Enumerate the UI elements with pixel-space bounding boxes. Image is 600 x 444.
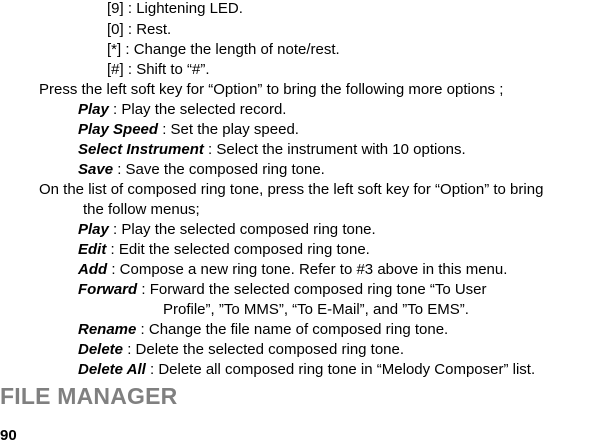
list-option-term: Rename <box>78 321 137 338</box>
option-item: Play : Play the selected record. <box>78 101 286 119</box>
option-item: Play Speed : Set the play speed. <box>78 121 299 139</box>
key-desc: : Shift to “#”. <box>123 61 210 78</box>
list-option-item: Forward : Forward the selected composed … <box>78 281 487 299</box>
list-intro-line2: the follow menus; <box>83 201 200 218</box>
section-heading: FILE MANAGER <box>0 383 178 409</box>
list-option-term: Forward <box>78 281 138 298</box>
list-option-desc: : Forward the selected composed ring ton… <box>137 281 487 298</box>
list-option-desc: : Delete the selected composed ring tone… <box>123 341 405 358</box>
option-term: Play Speed <box>78 121 159 138</box>
list-option-desc: : Edit the selected composed ring tone. <box>106 241 370 258</box>
page-number: 90 <box>0 427 17 444</box>
key-item-star: [*] : Change the length of note/rest. <box>107 41 340 59</box>
key-item-0: [0] : Rest. <box>107 21 171 39</box>
option-desc: : Save the composed ring tone. <box>113 161 325 178</box>
list-option-term: Add <box>78 261 108 278</box>
key-label: [9] <box>107 0 124 17</box>
list-option-item: Rename : Change the file name of compose… <box>78 321 448 339</box>
option-term: Save <box>78 161 114 178</box>
option-desc: : Play the selected record. <box>108 101 287 118</box>
key-label: [#] <box>107 61 124 78</box>
list-option-desc: : Change the file name of composed ring … <box>136 321 449 338</box>
list-option-desc: : Compose a new ring tone. Refer to #3 a… <box>107 261 508 278</box>
list-option-item: Add : Compose a new ring tone. Refer to … <box>78 261 507 279</box>
list-option-item: Delete All : Delete all composed ring to… <box>78 361 535 379</box>
list-option-term: Delete <box>78 341 124 358</box>
key-label: [*] <box>107 41 122 58</box>
key-desc: : Change the length of note/rest. <box>121 41 340 58</box>
option-item: Save : Save the composed ring tone. <box>78 161 325 179</box>
key-label: [0] <box>107 21 124 38</box>
option-term: Select Instrument <box>78 141 204 158</box>
key-desc: : Lightening LED. <box>123 0 243 17</box>
key-item-hash: [#] : Shift to “#”. <box>107 61 210 79</box>
key-item-9: [9] : Lightening LED. <box>107 0 243 18</box>
list-option-item: Delete : Delete the selected composed ri… <box>78 341 404 359</box>
list-option-desc: : Delete all composed ring tone in “Melo… <box>145 361 536 378</box>
list-option-term: Delete All <box>78 361 146 378</box>
option-item: Select Instrument : Select the instrumen… <box>78 141 466 159</box>
list-option-item: Play : Play the selected composed ring t… <box>78 221 376 239</box>
option-desc: : Select the instrument with 10 options. <box>203 141 466 158</box>
list-option-item: Edit : Edit the selected composed ring t… <box>78 241 370 259</box>
list-intro-line1: On the list of composed ring tone, press… <box>39 181 544 198</box>
option-term: Play <box>78 101 109 118</box>
list-option-term: Edit <box>78 241 107 258</box>
list-option-term: Play <box>78 221 109 238</box>
option-desc: : Set the play speed. <box>158 121 299 138</box>
forward-continuation: Profile”, ”To MMS”, “To E-Mail”, and ”To… <box>163 301 469 318</box>
key-desc: : Rest. <box>123 21 172 38</box>
list-option-desc: : Play the selected composed ring tone. <box>108 221 376 238</box>
option-intro: Press the left soft key for “Option” to … <box>39 81 504 98</box>
